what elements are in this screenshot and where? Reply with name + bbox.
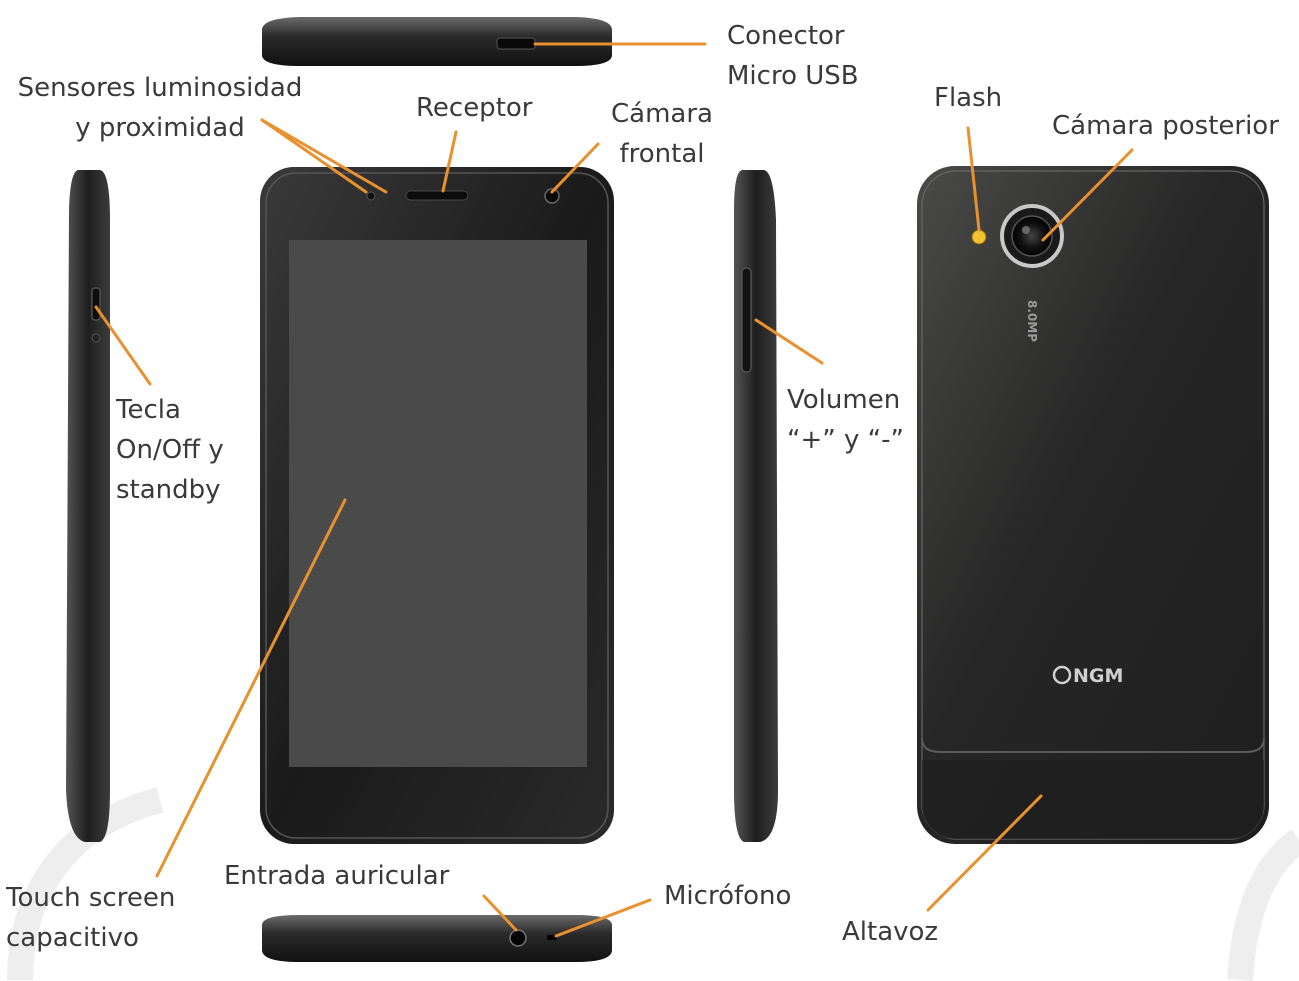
leader-headphone-jack: [482, 894, 518, 932]
leader-sensor-a: [260, 118, 368, 194]
leader-receiver: [441, 130, 458, 193]
label-receiver: Receptor: [416, 93, 533, 123]
label-flash: Flash: [934, 83, 1003, 113]
rear-camera: [1000, 204, 1064, 268]
phone-top-edge: [262, 17, 612, 66]
leader-flash: [966, 126, 981, 232]
power-key: [91, 287, 101, 321]
leader-speaker: [926, 794, 1043, 912]
label-headphone-jack: Entrada auricular: [224, 861, 450, 891]
earpiece-receiver: [405, 190, 469, 201]
label-volume: Volumen “+” y “-”: [787, 385, 904, 455]
label-power-key: Tecla On/Off y standby: [116, 395, 224, 505]
leader-touch-screen: [155, 498, 347, 878]
touch-screen: [289, 240, 587, 767]
leader-sensor-b: [260, 118, 388, 194]
label-touch-screen: Touch screen capacitivo: [6, 883, 176, 953]
label-speaker: Altavoz: [842, 917, 939, 947]
label-front-camera: Cámara frontal: [611, 99, 713, 169]
label-micro-usb: Conector Micro USB: [727, 21, 859, 91]
camera-spec-marking: 8.0MP: [1025, 300, 1039, 342]
phone-left-side: [66, 170, 110, 842]
volume-key: [741, 267, 752, 373]
leader-microphone: [554, 898, 652, 938]
camera-flash: [971, 229, 987, 245]
brand-logo-text: NGM: [1073, 665, 1123, 687]
background-watermark: [7, 787, 1299, 981]
headphone-jack-port: [509, 929, 527, 947]
label-rear-camera: Cámara posterior: [1052, 111, 1279, 141]
light-proximity-sensor: [366, 191, 376, 201]
label-sensors: Sensores luminosidad y proximidad: [17, 73, 303, 143]
leader-volume: [754, 318, 824, 365]
micro-usb-port: [496, 37, 536, 50]
leader-power-key: [94, 305, 152, 386]
microphone-hole: [547, 935, 557, 940]
phone-back: 8.0MP NGM: [917, 166, 1269, 844]
leader-lines: [94, 42, 1134, 938]
phone-front: [260, 167, 614, 844]
phone-bottom-edge: [262, 915, 612, 962]
front-camera-lens: [544, 188, 560, 204]
phone-right-side: [734, 170, 778, 842]
leader-front-camera: [550, 142, 600, 194]
leader-rear-camera: [1041, 148, 1134, 242]
label-microphone: Micrófono: [664, 881, 792, 911]
brand-logo: NGM: [1052, 665, 1123, 687]
